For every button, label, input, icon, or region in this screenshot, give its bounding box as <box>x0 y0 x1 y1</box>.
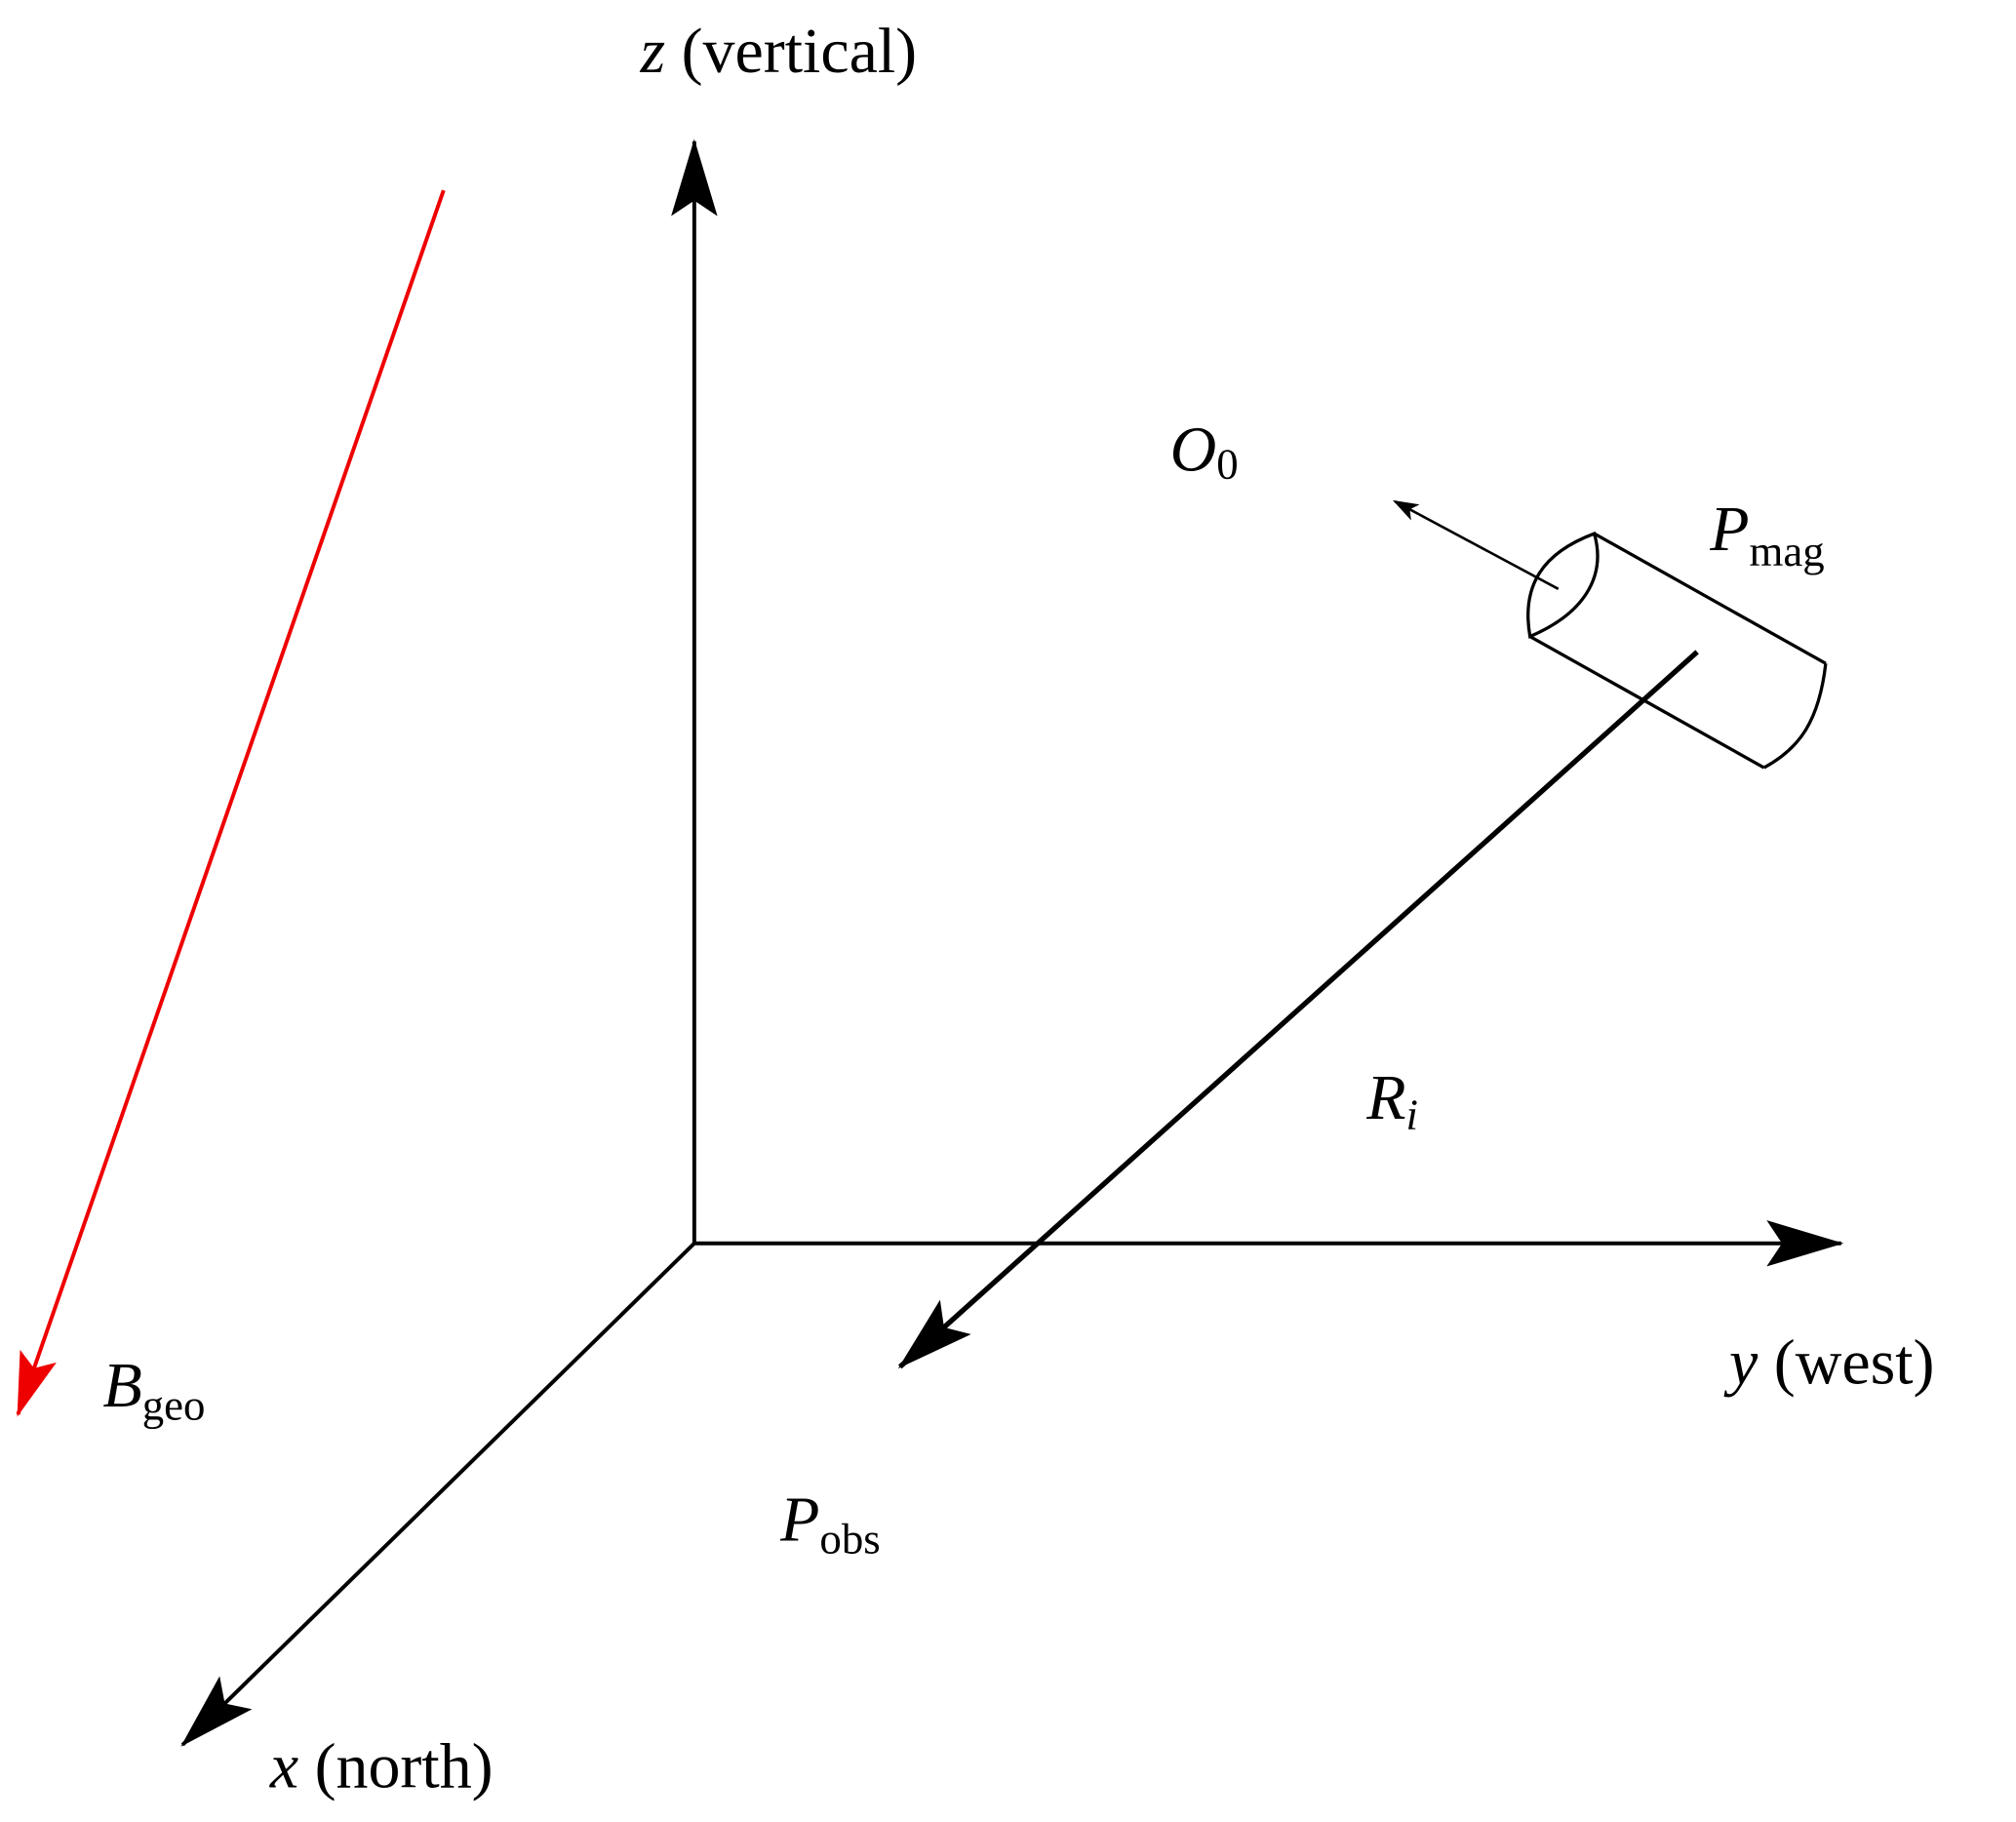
o0-label: O0 <box>1170 415 1239 489</box>
z-axis-label: z (vertical) <box>639 16 917 87</box>
pobs-label: Pobs <box>779 1484 881 1563</box>
x-axis <box>180 1242 696 1747</box>
x-axis-label: x (north) <box>269 1730 494 1802</box>
ri-vector-arrow <box>897 650 1699 1369</box>
geomagnetic-field-arrow <box>16 189 446 1417</box>
magnetometer-cylinder <box>1526 531 1828 770</box>
y-axis-label: y (west) <box>1723 1327 1934 1398</box>
pmag-label: Pmag <box>1709 494 1824 575</box>
ri-label: Ri <box>1365 1062 1418 1139</box>
orientation-o0-arrow <box>1392 499 1560 590</box>
bgeo-label: Bgeo <box>102 1350 205 1429</box>
